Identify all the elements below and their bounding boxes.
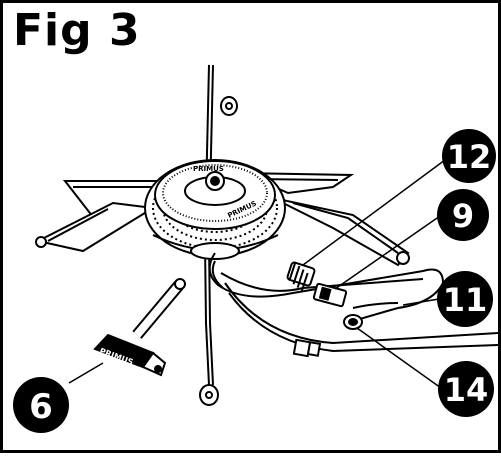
hose-ferrules [292,338,322,358]
stove-assembly-illustration: PRIMUS PRIMUS [13,64,499,433]
callout-11-badge [437,271,493,327]
callout-14-number: 14 [444,371,489,409]
callout-9-number: 9 [452,197,474,235]
callout-14: 14 [438,361,494,417]
callout-12: 12 [442,129,496,183]
callout-6-number: 6 [29,387,53,427]
callout-6: 6 [13,377,69,433]
o-ring-14 [343,314,363,330]
fuel-line [208,252,499,353]
multi-tool [93,278,186,377]
callout-12-badge [442,129,496,183]
burner-head [144,159,286,260]
connector-assembly [286,261,363,358]
callout-11: 11 [437,271,493,327]
valve-body-9 [312,282,348,308]
callout-11-number: 11 [443,281,488,319]
leader-lines [68,156,450,389]
callout-9-badge [437,189,489,241]
burner-brand-label: PRIMUS [193,165,224,173]
callout-9: 9 [437,189,489,241]
callout-6-badge [13,377,69,433]
figure-title: Fig 3 [13,5,141,56]
callout-12-number: 12 [447,138,492,176]
threaded-nut-12 [286,261,316,292]
callout-14-badge [438,361,494,417]
